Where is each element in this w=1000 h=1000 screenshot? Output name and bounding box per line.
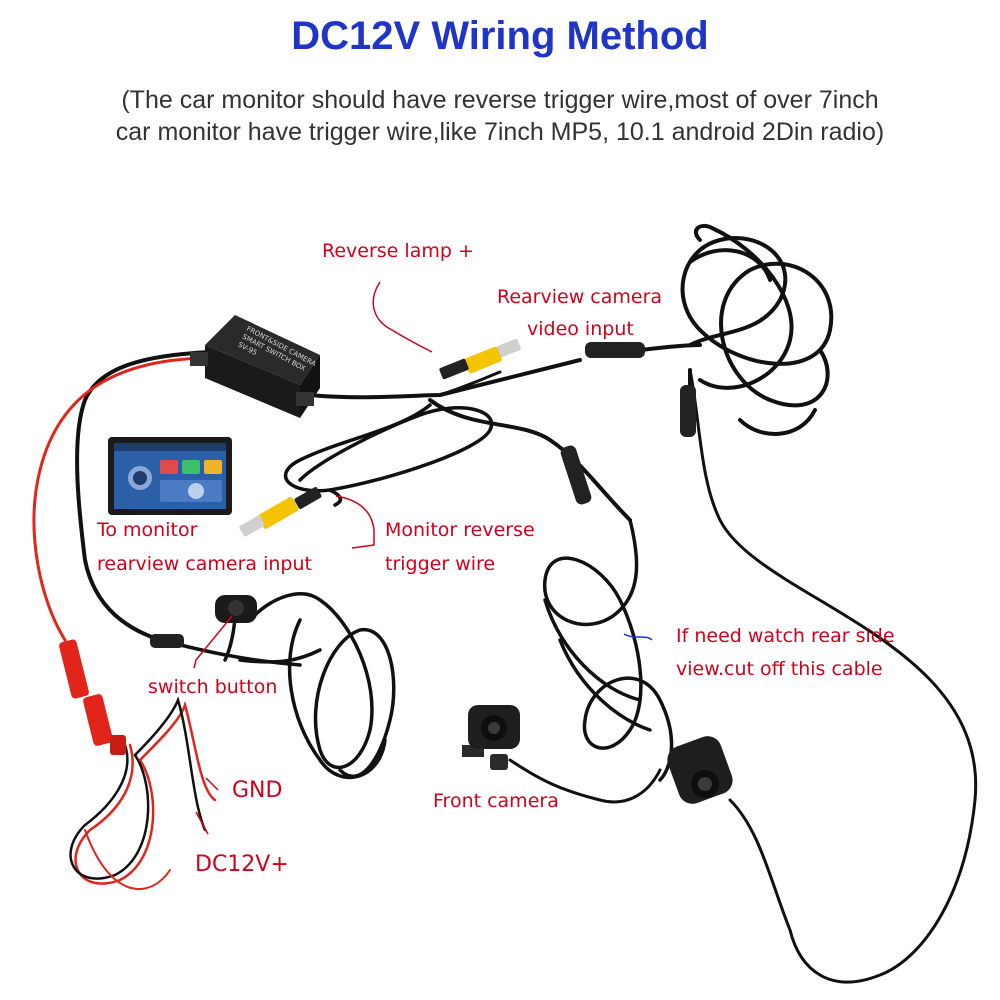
callout-gnd xyxy=(205,777,219,791)
power-lead-black xyxy=(69,743,150,880)
side-camera xyxy=(667,736,733,804)
subtitle-line-1: (The car monitor should have reverse tri… xyxy=(121,86,879,114)
power-lead xyxy=(69,696,217,891)
rearview-4pin-plug xyxy=(585,342,645,358)
page-title: DC12V Wiring Method xyxy=(291,14,709,58)
label-rearview-video-1: Rearview camera xyxy=(497,286,662,308)
rearview-input-cable xyxy=(638,343,702,352)
box-right-cable-2 xyxy=(438,370,502,397)
callout-monitor-trigger xyxy=(335,495,375,549)
front-camera-inline-plug xyxy=(560,445,592,505)
rearview-4pin-socket xyxy=(680,385,696,437)
monitor-rca-connector xyxy=(239,487,322,537)
label-switch-button: switch button xyxy=(148,676,277,698)
label-monitor-trigger-1: Monitor reverse xyxy=(385,519,535,541)
long-loop-cable xyxy=(688,368,978,984)
power-lead-tail-black xyxy=(133,696,207,832)
car-monitor xyxy=(108,437,232,515)
box-left-cable xyxy=(75,350,212,642)
switch-button xyxy=(150,595,257,648)
label-monitor-trigger-2: trigger wire xyxy=(385,553,495,575)
callout-switch xyxy=(193,615,233,669)
label-cut-cable-1: If need watch rear side xyxy=(676,625,895,647)
front-camera-cable-coil xyxy=(543,518,674,782)
label-gnd: GND xyxy=(232,778,282,803)
rearview-cable-coil xyxy=(680,223,834,436)
front-camera-lead xyxy=(508,758,662,804)
labels: Reverse lamp + Rearview camera video inp… xyxy=(96,240,895,877)
label-cut-cable-2: view.cut off this cable xyxy=(676,658,883,680)
callout-reverse-lamp xyxy=(372,281,433,353)
box-red-power-wire xyxy=(32,356,207,642)
power-connector xyxy=(59,639,126,755)
callout-lines xyxy=(193,281,653,835)
label-to-monitor-2: rearview camera input xyxy=(97,553,312,575)
label-dc12v: DC12V+ xyxy=(195,852,289,877)
callout-cut xyxy=(623,633,653,641)
control-box: FRONT&SIDE CAMERA SMART SWITCH BOX SV-95 xyxy=(190,315,320,418)
cables xyxy=(32,223,978,984)
label-front-camera: Front camera xyxy=(433,790,559,812)
callout-dc12v xyxy=(195,811,209,835)
label-rearview-video-2: video input xyxy=(527,318,634,340)
rearview-rca-connector xyxy=(439,338,521,380)
label-reverse-lamp: Reverse lamp + xyxy=(322,240,474,262)
label-to-monitor-1: To monitor xyxy=(96,519,198,541)
box-down-cable xyxy=(428,398,632,522)
power-lead-loop xyxy=(84,829,171,891)
power-lead-tail-red xyxy=(138,700,217,802)
front-camera xyxy=(462,705,520,770)
subtitle-line-2: car monitor have trigger wire,like 7inch… xyxy=(115,118,885,146)
